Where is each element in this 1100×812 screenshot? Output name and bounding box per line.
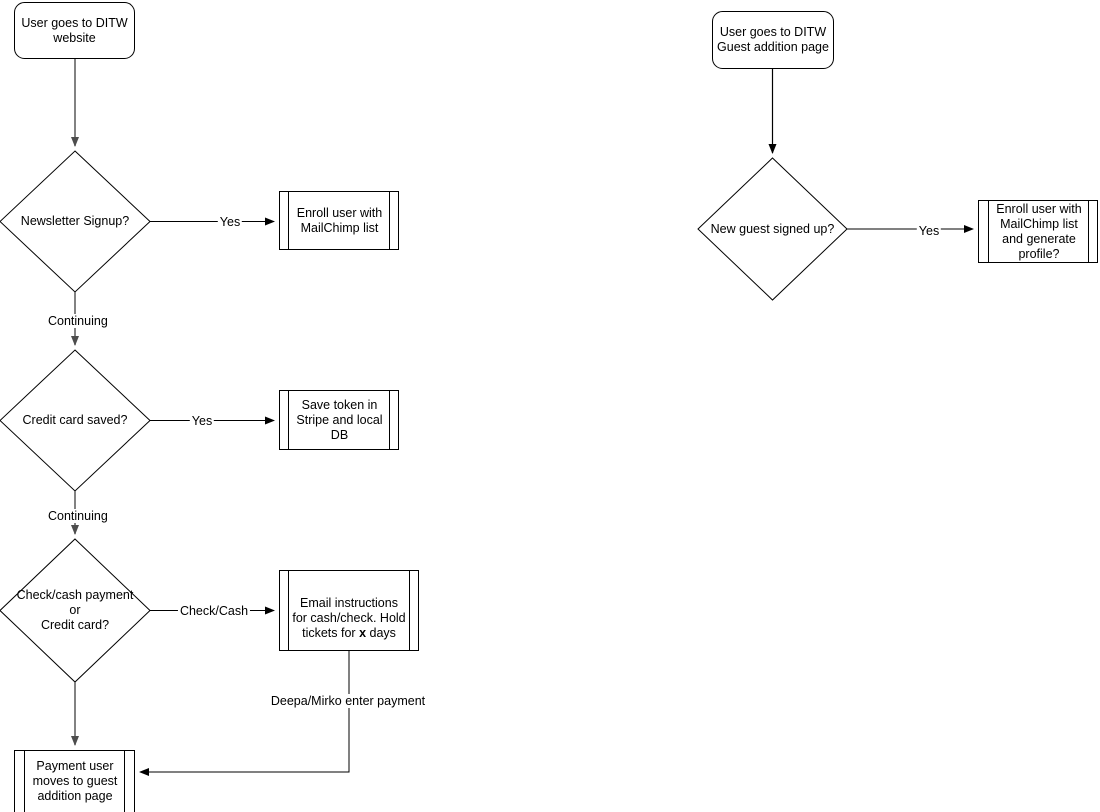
edge-label-newsletter-continuing: Continuing bbox=[46, 314, 110, 328]
edge-label-credit-card-continuing: Continuing bbox=[46, 509, 110, 523]
node-user-goes-to-ditw-website[interactable] bbox=[14, 2, 135, 59]
edge-label-credit-card-yes: Yes bbox=[189, 414, 215, 428]
node-new-guest-signed-up-decision[interactable] bbox=[697, 157, 848, 301]
node-enroll-user-mailchimp-generate-profile[interactable] bbox=[978, 200, 1098, 263]
edge-email-to-guest-addition bbox=[139, 651, 350, 776]
node-credit-card-saved-decision[interactable] bbox=[0, 349, 151, 492]
node-email-instructions-hold-tickets[interactable] bbox=[279, 570, 419, 651]
node-save-token-stripe-local-db[interactable] bbox=[279, 390, 399, 450]
edge-label-check-cash: Check/Cash bbox=[177, 604, 251, 618]
edge-label-deepa-mirko-enter-payment: Deepa/Mirko enter payment bbox=[268, 694, 428, 708]
node-payment-user-moves-to-guest-addition[interactable] bbox=[14, 750, 135, 812]
node-enroll-user-mailchimp-list[interactable] bbox=[279, 191, 399, 250]
edge-label-newsletter-yes: Yes bbox=[217, 215, 243, 229]
edge-label-new-guest-yes: Yes bbox=[916, 224, 942, 238]
node-newsletter-signup-decision[interactable] bbox=[0, 150, 151, 293]
node-check-cash-or-credit-decision[interactable] bbox=[0, 538, 151, 683]
node-user-goes-to-guest-addition-page[interactable] bbox=[712, 11, 834, 69]
